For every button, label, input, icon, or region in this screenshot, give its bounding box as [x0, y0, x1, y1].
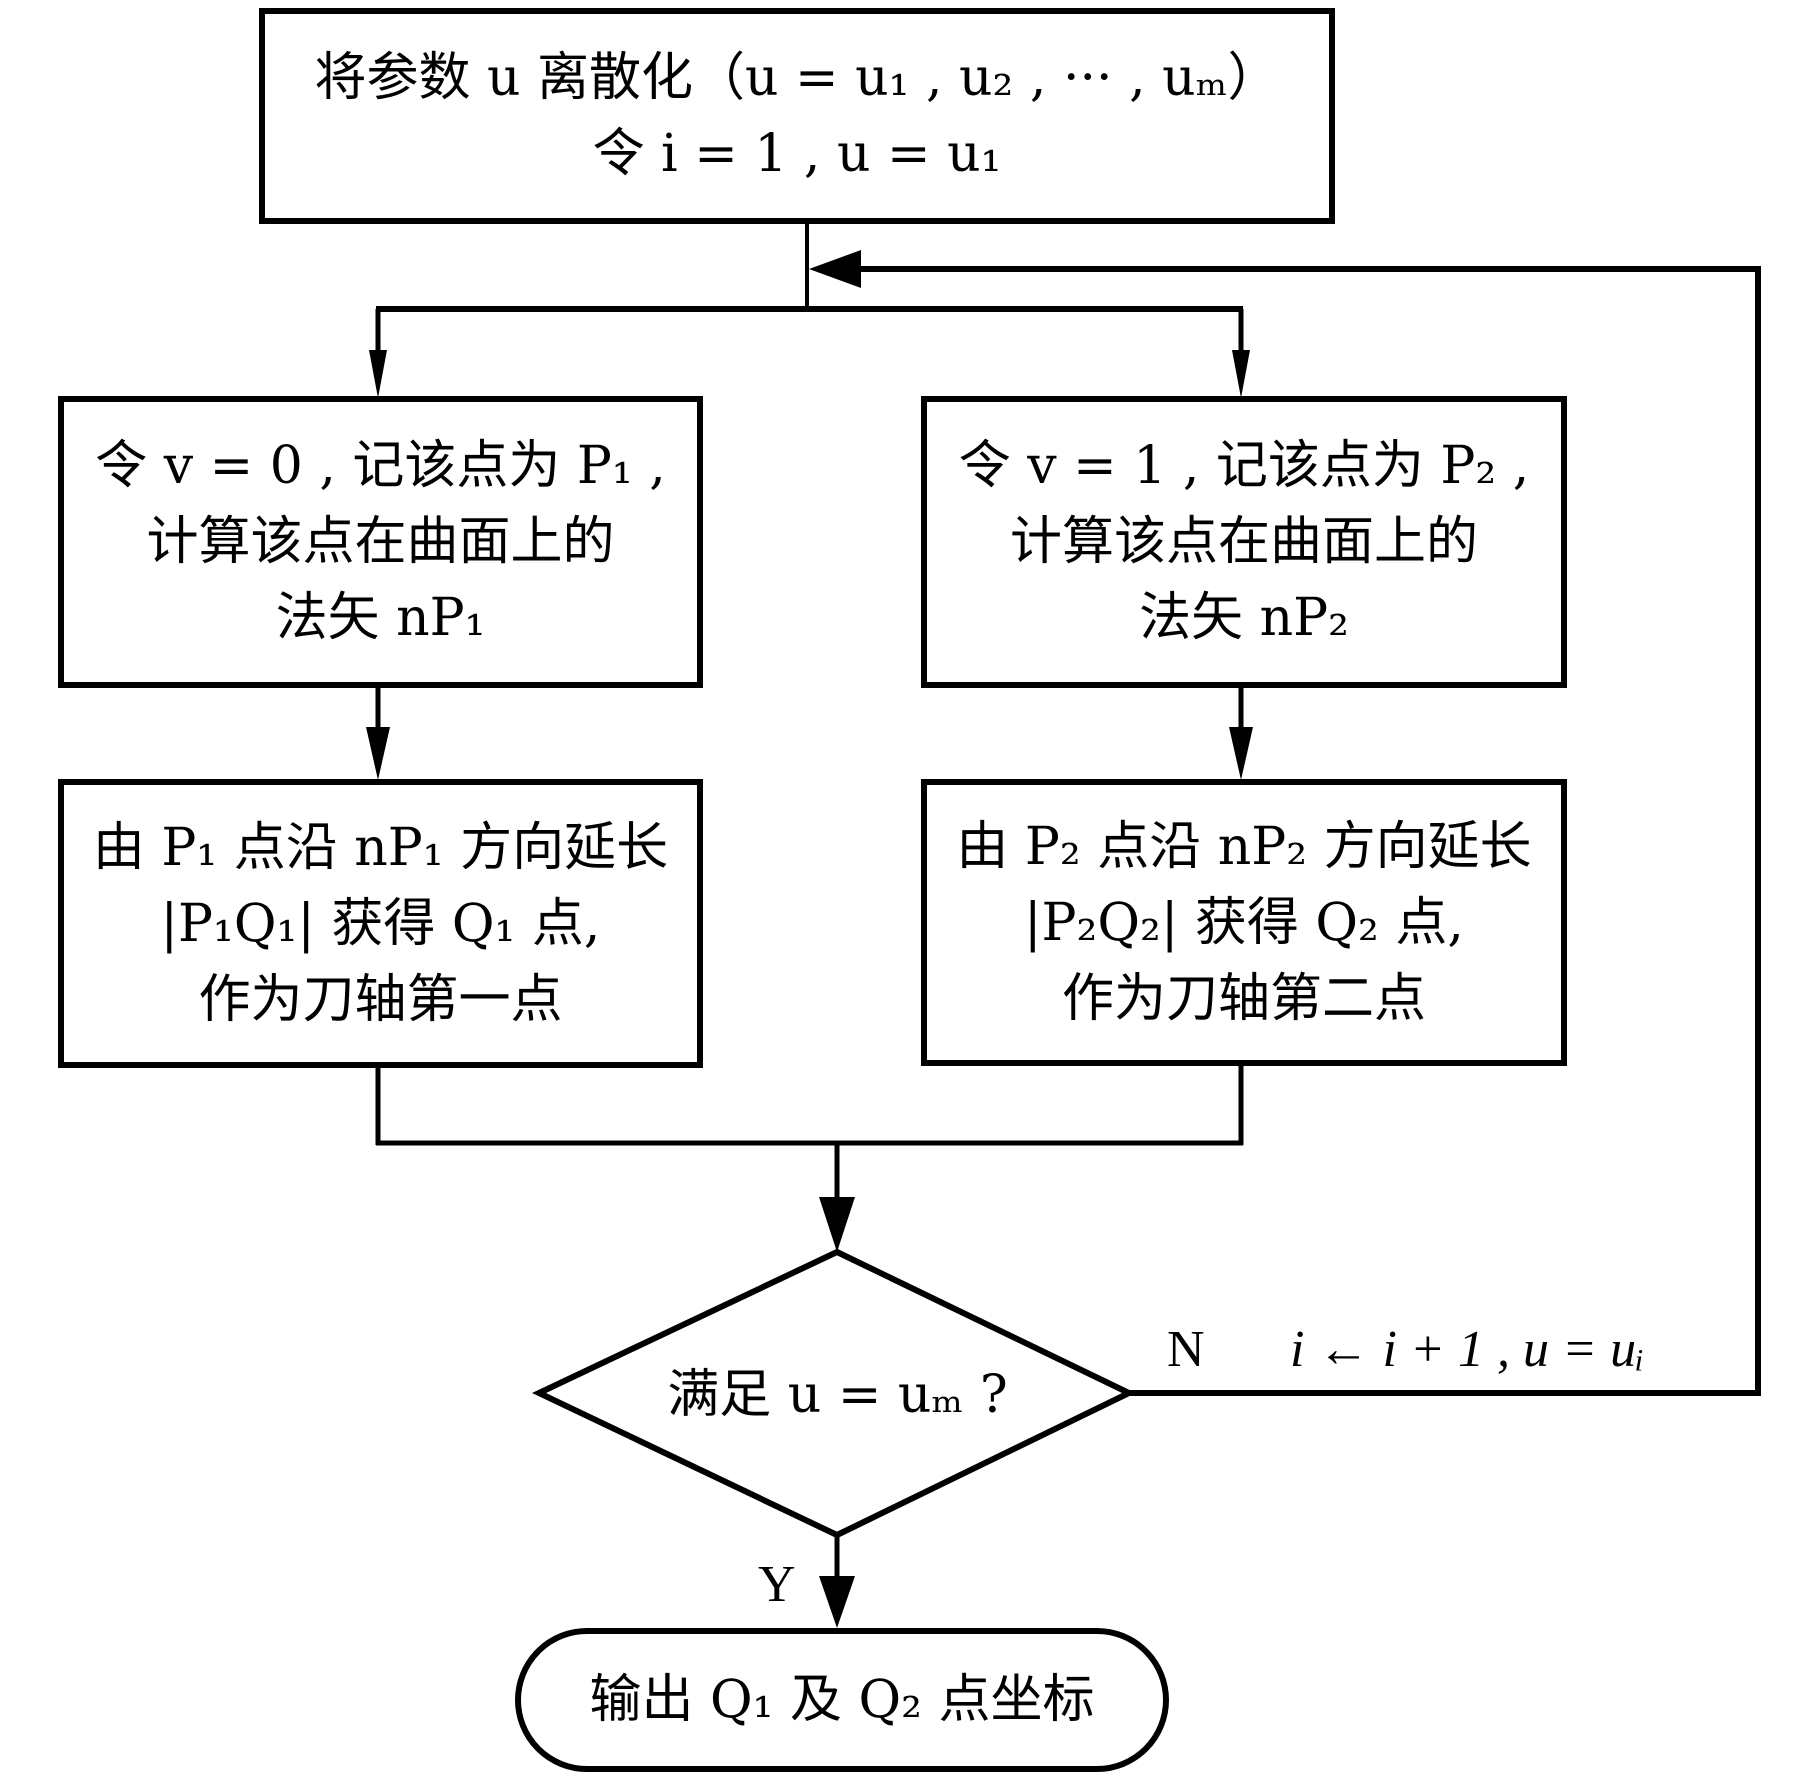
left-normal-line-1: 令 v = 0 , 记该点为 P₁ , [95, 436, 666, 496]
left-normal-line-2: 计算该点在曲面上的 [146, 512, 615, 572]
start-line-1: 将参数 u 离散化（u = u₁ , u₂ , ··· , uₘ） [314, 48, 1280, 108]
edge-label-loop-update: i ← i + 1 , u = uᵢ [1290, 1321, 1645, 1378]
edge-label-no: N [1167, 1321, 1205, 1378]
arrow-head-to-decision [819, 1197, 855, 1252]
end-label: 输出 Q₁ 及 Q₂ 点坐标 [589, 1670, 1095, 1730]
connector-no-loop [845, 266, 1761, 1396]
left-extend-line-2: |P₁Q₁| 获得 Q₁ 点, [160, 893, 601, 954]
left-extend-line-1: 由 P₁ 点沿 nP₁ 方向延长 [92, 817, 669, 878]
right-extend-line-3: 作为刀轴第二点 [1061, 968, 1426, 1029]
arrow-head-yes [819, 1576, 855, 1628]
arrow-head-right-branch [1232, 350, 1250, 398]
start-box: 将参数 u 离散化（u = u₁ , u₂ , ··· , uₘ） 令 i = … [259, 8, 1335, 224]
left-extend-line-3: 作为刀轴第一点 [198, 969, 563, 1030]
edge-label-yes: Y [758, 1556, 796, 1613]
decision-text: 满足 u = uₘ ? [600, 1350, 1075, 1440]
right-normal-box: 令 v = 1 , 记该点为 P₂ , 计算该点在曲面上的 法矢 nP₂ [921, 396, 1567, 688]
arrow-head-left-mid [366, 727, 390, 780]
left-normal-line-3: 法矢 nP₁ [275, 588, 486, 648]
arrow-head-left-branch [369, 350, 387, 398]
right-extend-line-1: 由 P₂ 点沿 nP₂ 方向延长 [956, 816, 1532, 877]
right-extend-line-2: |P₂Q₂| 获得 Q₂ 点, [1024, 892, 1464, 953]
start-line-2: 令 i = 1 , u = u₁ [592, 124, 1002, 184]
left-normal-box: 令 v = 0 , 记该点为 P₁ , 计算该点在曲面上的 法矢 nP₁ [58, 396, 703, 688]
arrow-head-right-mid [1229, 727, 1253, 780]
decision-label: 满足 u = uₘ ? [667, 1365, 1008, 1425]
right-normal-line-3: 法矢 nP₂ [1139, 588, 1349, 648]
right-normal-line-1: 令 v = 1 , 记该点为 P₂ , [958, 436, 1530, 496]
right-normal-line-2: 计算该点在曲面上的 [1009, 512, 1478, 572]
right-extend-box: 由 P₂ 点沿 nP₂ 方向延长 |P₂Q₂| 获得 Q₂ 点, 作为刀轴第二点 [921, 779, 1567, 1066]
left-extend-box: 由 P₁ 点沿 nP₁ 方向延长 |P₁Q₁| 获得 Q₁ 点, 作为刀轴第一点 [58, 779, 703, 1068]
end-terminal: 输出 Q₁ 及 Q₂ 点坐标 [515, 1628, 1169, 1772]
arrow-head-loop [809, 250, 861, 288]
